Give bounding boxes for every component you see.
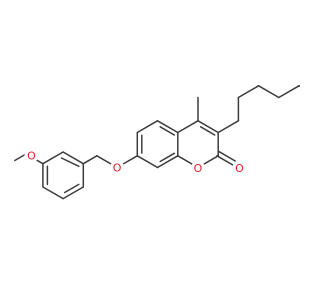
double-bond-inner (199, 126, 216, 136)
methoxy-oxygen-atom: O (24, 148, 39, 163)
bond (197, 120, 219, 134)
ether-linkage (82, 155, 139, 169)
carbonyl-bond (216, 155, 234, 166)
carbonyl-group (216, 151, 236, 166)
methoxy-oxygen-label: O (27, 150, 36, 163)
ring-oxygen-label: O (194, 162, 203, 175)
bond (237, 85, 260, 99)
ether-oxygen-atom: O (110, 160, 125, 175)
bond-to-methoxy-oxygen (36, 159, 44, 165)
bond (42, 186, 64, 200)
double-bond-inner (159, 126, 176, 136)
benzyl-bond (82, 155, 98, 165)
double-bond-inner (63, 183, 80, 194)
bond (42, 151, 64, 165)
carbonyl-oxygen-atom: O (232, 161, 247, 175)
methoxyphenyl-ring (42, 151, 85, 200)
carbonyl-bond (218, 151, 236, 162)
benzo-ring (136, 120, 179, 169)
hexyl-chain (217, 85, 300, 134)
bond (62, 151, 85, 165)
bond (136, 120, 159, 134)
methyl-bond (14, 153, 27, 162)
double-bond-inner (159, 152, 176, 163)
bond (217, 120, 240, 134)
bond (136, 155, 159, 169)
double-bond-inner (60, 157, 80, 168)
bond (278, 85, 300, 99)
bond (156, 120, 179, 134)
bond (257, 85, 280, 99)
carbonyl-oxygen-label: O (235, 162, 244, 175)
bond (156, 155, 179, 169)
molecule-diagram: O O O O (14, 85, 300, 200)
methoxy-group (14, 153, 44, 165)
pyranone-ring (177, 120, 219, 169)
bond (62, 186, 85, 200)
structure-canvas: O O O O (14, 85, 300, 200)
bond (177, 120, 199, 134)
ring-oxygen-atom: O (191, 161, 205, 175)
ether-oxygen-label: O (113, 162, 122, 175)
